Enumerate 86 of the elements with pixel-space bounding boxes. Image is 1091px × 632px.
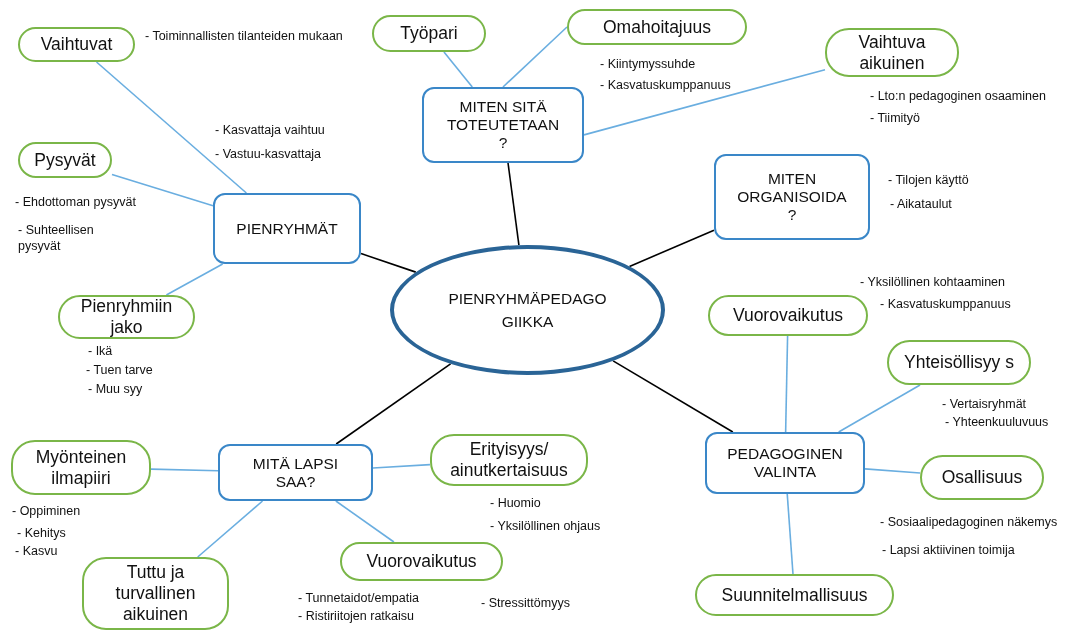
bullet-note: - Huomio — [490, 495, 541, 512]
bullet-note: - Vastuu-kasvattaja — [215, 146, 322, 163]
subtopic-pill — [11, 440, 151, 495]
node-label: Vaihtuvat — [40, 34, 113, 55]
bullet-note: - Yksilöllinen ohjaus — [490, 518, 601, 535]
bullet-note: - Tunnetaidot/empatia — [298, 590, 419, 607]
topic-box — [213, 193, 361, 264]
bullet-note: - Aikataulut — [890, 196, 952, 213]
bullet-note: - Kasvatuskumppanuus — [880, 296, 1011, 313]
connector-line — [786, 493, 794, 575]
subtopic-pill — [695, 574, 894, 616]
subtopic-pill — [372, 15, 486, 52]
connector-line — [335, 363, 452, 445]
connector-line — [111, 173, 214, 207]
bullet-note: - Yksilöllinen kohtaaminen — [860, 274, 1005, 291]
node-label: Työpari — [400, 23, 458, 44]
node-label: PIENRYHMÄPEDAGO GIIKKA — [447, 288, 608, 332]
node-label: MITEN SITÄ TOTEUTETAAN ? — [445, 98, 561, 152]
bullet-note: - Kasvatuskumppanuus — [600, 77, 731, 94]
bullet-note: - Yhteenkuuluvuus — [945, 414, 1049, 431]
bullet-note: - Tuen tarve — [86, 362, 153, 379]
subtopic-pill — [567, 9, 747, 45]
node-label: Yhteisöllisyy s — [904, 352, 1014, 373]
bullet-note: - Toiminnallisten tilanteiden mukaan — [145, 28, 344, 45]
bullet-note: - Muu syy — [88, 381, 143, 398]
connector-line — [507, 162, 520, 246]
node-label: Tuttu ja turvallinen aikuinen — [114, 562, 197, 625]
bullet-note: - Ikä — [88, 343, 113, 360]
bullet-note: - Kiintymyssuhde — [600, 56, 696, 73]
subtopic-pill — [430, 434, 588, 486]
subtopic-pill — [887, 340, 1031, 385]
connector-line — [443, 51, 474, 88]
connector-line — [360, 252, 417, 273]
node-label: Vuorovaikutus — [732, 305, 844, 326]
node-label: Osallisuus — [941, 467, 1023, 488]
bullet-note: - Vertaisryhmät — [942, 396, 1027, 413]
topic-box — [218, 444, 373, 501]
node-label: Vuorovaikutus — [366, 551, 477, 572]
bullet-note: - Ehdottoman pysyvät — [15, 194, 136, 211]
node-label: PIENRYHMÄT — [236, 219, 338, 238]
node-label: MITEN ORGANISOIDA ? — [736, 170, 848, 224]
subtopic-pill — [340, 542, 503, 581]
bullet-note: - Lapsi aktiivinen toimija — [882, 542, 1015, 559]
node-label: Pysyvät — [34, 149, 96, 171]
node-label: Myönteinen ilmapiiri — [34, 446, 128, 489]
node-label: Omahoitajuus — [603, 16, 711, 38]
bullet-note: - Ristiriitojen ratkaisu — [298, 608, 414, 625]
node-label: Vaihtuva aikuinen — [857, 31, 927, 74]
subtopic-pill — [18, 27, 135, 62]
subtopic-pill — [82, 557, 229, 630]
topic-box — [422, 87, 584, 163]
connector-line — [372, 463, 431, 469]
topic-box — [714, 154, 870, 240]
bullet-note: - Tiimityö — [870, 110, 920, 127]
bullet-note: - Lto:n pedagoginen osaaminen — [870, 88, 1046, 105]
topic-box — [705, 432, 865, 494]
node-label: Erityisyys/ ainutkertaisuus — [449, 439, 569, 481]
connector-line — [583, 68, 826, 136]
connector-line — [864, 468, 921, 474]
connector-line — [196, 500, 264, 558]
bullet-note: - Kasvu — [15, 543, 58, 560]
subtopic-pill — [825, 28, 959, 77]
connector-line — [150, 468, 219, 472]
connector-line — [837, 384, 921, 433]
node-label: Pienryhmiin jako — [79, 296, 174, 338]
subtopic-pill — [708, 295, 868, 336]
connector-line — [335, 500, 395, 543]
connector-line — [628, 229, 715, 268]
connector-line — [165, 263, 224, 296]
connector-line — [784, 335, 789, 433]
connector-line — [612, 360, 734, 433]
connector-line — [502, 26, 568, 88]
node-label: MITÄ LAPSI SAA? — [251, 454, 340, 491]
bullet-note: - Tilojen käyttö — [888, 172, 969, 189]
bullet-note: - Kasvattaja vaihtuu — [215, 122, 325, 139]
bullet-note: - Kehitys — [17, 525, 66, 542]
bullet-note: - Suhteellisen pysyvät — [18, 222, 95, 255]
connector-line — [95, 61, 248, 194]
subtopic-pill — [58, 295, 195, 339]
node-label: PEDAGOGINEN VALINTA — [726, 445, 844, 481]
bullet-note: - Sosiaalipedagoginen näkemys — [880, 514, 1058, 531]
subtopic-pill — [18, 142, 112, 178]
node-label: Suunnitelmallisuus — [721, 584, 868, 606]
bullet-note: - Stressittömyys — [481, 595, 570, 612]
bullet-note: - Oppiminen — [12, 503, 81, 520]
subtopic-pill — [920, 455, 1044, 500]
